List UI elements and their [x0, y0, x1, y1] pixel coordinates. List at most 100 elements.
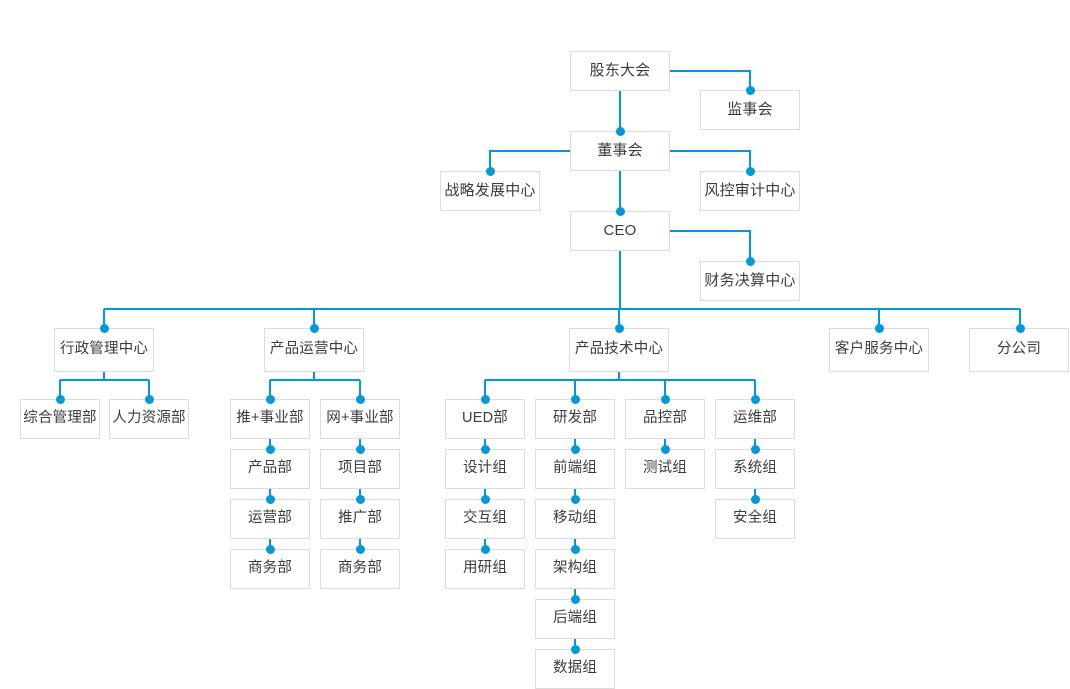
org-node[interactable]: 后端组 — [535, 599, 615, 639]
connector-dot — [355, 494, 365, 504]
org-node-label: 商务部 — [337, 560, 383, 577]
org-node[interactable]: CEO — [570, 211, 670, 251]
org-node-label: 移动组 — [552, 510, 598, 527]
connector-line — [489, 150, 570, 171]
org-node[interactable]: 产品部 — [230, 449, 310, 489]
connector-line — [670, 150, 751, 171]
org-node-label: 产品部 — [247, 460, 293, 477]
connector-dot — [570, 494, 580, 504]
connector-dot — [265, 494, 275, 504]
org-node[interactable]: 风控审计中心 — [700, 171, 800, 211]
org-node[interactable]: 交互组 — [445, 499, 525, 539]
connector-dot — [874, 323, 884, 333]
org-node[interactable]: 分公司 — [969, 328, 1069, 372]
connector-dot — [265, 544, 275, 554]
org-node[interactable]: 推广部 — [320, 499, 400, 539]
org-node-label: 前端组 — [552, 460, 598, 477]
connector-dot — [750, 494, 760, 504]
org-node[interactable]: 品控部 — [625, 399, 705, 439]
connector-dot — [660, 444, 670, 454]
org-node-label: 项目部 — [337, 460, 383, 477]
org-node[interactable]: 董事会 — [570, 131, 670, 171]
connector-dot — [144, 394, 154, 404]
org-node-label: 设计组 — [462, 460, 508, 477]
org-node-label: 交互组 — [462, 510, 508, 527]
org-node[interactable]: 研发部 — [535, 399, 615, 439]
org-node[interactable]: 测试组 — [625, 449, 705, 489]
connector-dot — [750, 394, 760, 404]
org-node-label: 人力资源部 — [112, 410, 186, 427]
connector-line — [670, 70, 751, 90]
org-node-label: 推广部 — [337, 510, 383, 527]
org-node-label: 董事会 — [597, 142, 643, 159]
org-node-label: 股东大会 — [589, 62, 651, 79]
connector-dot — [660, 394, 670, 404]
org-node[interactable]: 客户服务中心 — [829, 328, 929, 372]
org-node[interactable]: 战略发展中心 — [440, 171, 540, 211]
org-node[interactable]: 项目部 — [320, 449, 400, 489]
org-node-label: 行政管理中心 — [59, 341, 149, 358]
connector-dot — [745, 256, 755, 266]
org-node[interactable]: 股东大会 — [570, 51, 670, 91]
connector-dot — [745, 166, 755, 176]
connector-dot — [615, 126, 625, 136]
connector-dot — [355, 444, 365, 454]
org-node-label: 后端组 — [552, 610, 598, 627]
org-node[interactable]: 架构组 — [535, 549, 615, 589]
org-node-label: 系统组 — [732, 460, 778, 477]
connector-dot — [265, 394, 275, 404]
org-node-label: 客户服务中心 — [834, 341, 924, 358]
connector-line — [670, 230, 751, 261]
connector-dot — [1015, 323, 1025, 333]
org-node[interactable]: 商务部 — [230, 549, 310, 589]
org-node[interactable]: 用研组 — [445, 549, 525, 589]
org-node-label: UED部 — [462, 410, 508, 427]
org-node[interactable]: 产品运营中心 — [264, 328, 364, 372]
org-node-label: 产品运营中心 — [269, 341, 359, 358]
org-node[interactable]: 网+事业部 — [320, 399, 400, 439]
org-node[interactable]: 安全组 — [715, 499, 795, 539]
connector-dot — [570, 394, 580, 404]
org-node[interactable]: 产品技术中心 — [569, 328, 669, 372]
org-node-label: 用研组 — [462, 560, 508, 577]
connector-dot — [480, 544, 490, 554]
org-node[interactable]: 综合管理部 — [20, 399, 100, 439]
org-node-label: 财务决算中心 — [704, 272, 796, 289]
org-node[interactable]: 移动组 — [535, 499, 615, 539]
connector-dot — [55, 394, 65, 404]
org-node[interactable]: 系统组 — [715, 449, 795, 489]
org-node[interactable]: 商务部 — [320, 549, 400, 589]
org-node[interactable]: 前端组 — [535, 449, 615, 489]
org-node[interactable]: 行政管理中心 — [54, 328, 154, 372]
org-node-label: 推+事业部 — [236, 410, 304, 427]
connector-dot — [480, 394, 490, 404]
org-node-label: 综合管理部 — [23, 410, 97, 427]
org-node-label: 产品技术中心 — [574, 341, 664, 358]
connector-dot — [355, 394, 365, 404]
connector-dot — [614, 323, 624, 333]
connector-dot — [570, 444, 580, 454]
org-node-label: 研发部 — [552, 410, 598, 427]
connector-dot — [570, 594, 580, 604]
connector-dot — [570, 644, 580, 654]
org-node-label: 战略发展中心 — [444, 182, 536, 199]
org-node[interactable]: 推+事业部 — [230, 399, 310, 439]
org-node-label: 分公司 — [996, 341, 1042, 358]
connector-dot — [480, 494, 490, 504]
org-node-label: 运维部 — [732, 410, 778, 427]
org-node-label: 风控审计中心 — [704, 182, 796, 199]
org-node-label: 架构组 — [552, 560, 598, 577]
org-node[interactable]: 监事会 — [700, 90, 800, 130]
connector-dot — [485, 166, 495, 176]
org-node[interactable]: 财务决算中心 — [700, 261, 800, 301]
org-node[interactable]: 数据组 — [535, 649, 615, 689]
org-node[interactable]: 运维部 — [715, 399, 795, 439]
org-node[interactable]: UED部 — [445, 399, 525, 439]
org-node[interactable]: 设计组 — [445, 449, 525, 489]
connector-dot — [570, 544, 580, 554]
org-node-label: 数据组 — [552, 660, 598, 677]
org-node[interactable]: 运营部 — [230, 499, 310, 539]
org-node-label: 测试组 — [642, 460, 688, 477]
org-node[interactable]: 人力资源部 — [109, 399, 189, 439]
